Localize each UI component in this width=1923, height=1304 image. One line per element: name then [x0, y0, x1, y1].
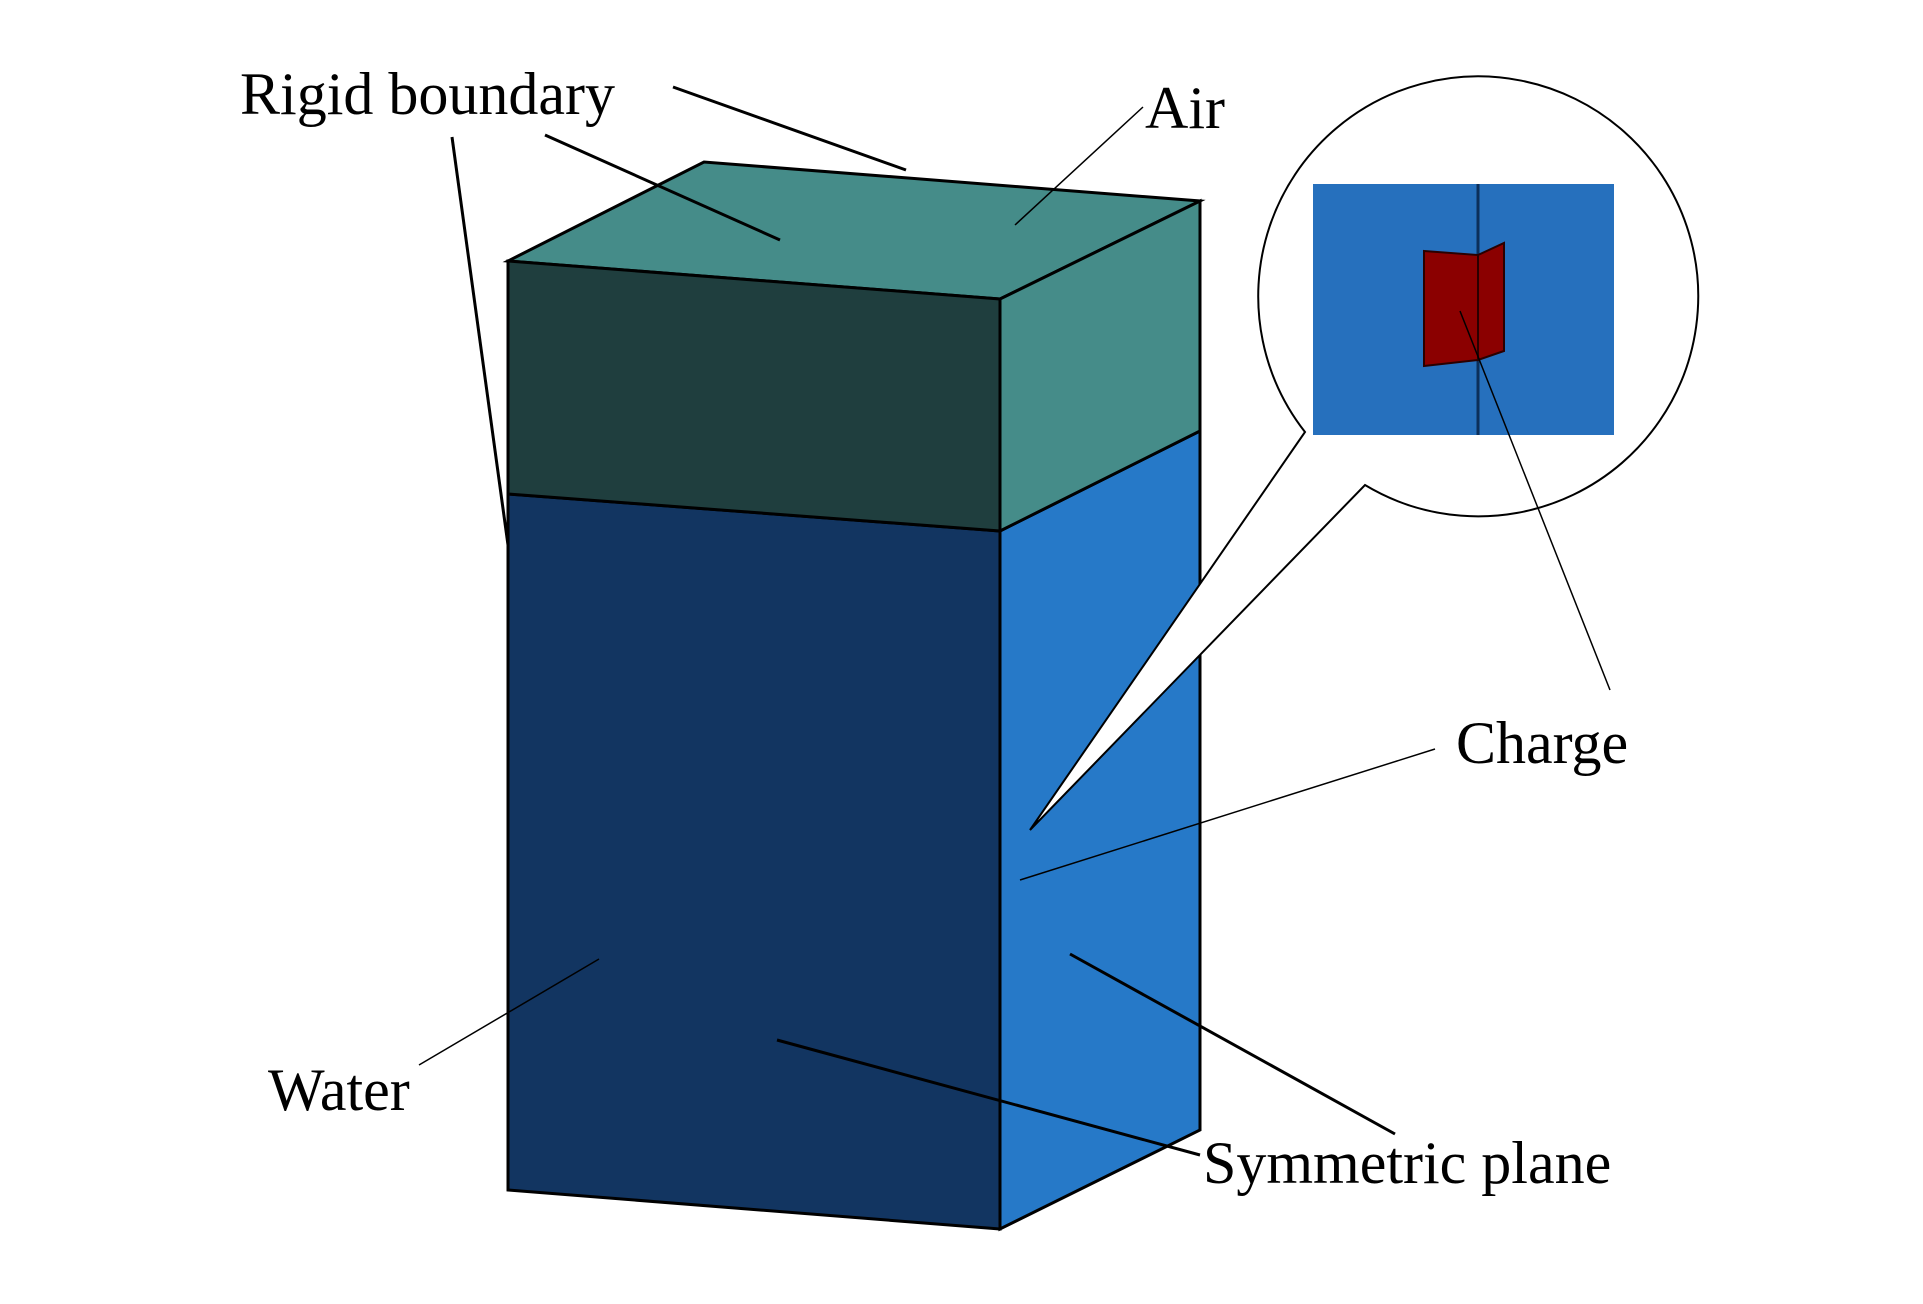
leader-rigid-left	[450, 136, 510, 546]
air-side-face	[998, 198, 1202, 534]
air-front-face	[506, 259, 1002, 533]
leader-symmetric-front	[776, 1038, 1201, 1157]
label-rigid-boundary: Rigid boundary	[240, 61, 615, 127]
leader-lines	[418, 85, 1611, 1157]
leader-rigid-air-top	[544, 133, 781, 242]
charge-front-face	[1423, 249, 1479, 368]
leader-air	[1014, 106, 1144, 226]
label-water: Water	[268, 1057, 410, 1123]
leader-rigid-top	[672, 85, 907, 172]
leader-water	[418, 958, 600, 1066]
charge-side-face	[1477, 241, 1505, 362]
label-charge: Charge	[1456, 710, 1628, 776]
label-air: Air	[1145, 75, 1225, 141]
leader-symmetric-side	[1069, 952, 1396, 1136]
leader-charge-inset	[1459, 310, 1611, 691]
water-front-face	[506, 492, 1002, 1231]
leader-charge-model	[1019, 748, 1436, 881]
label-symmetric-plane: Symmetric plane	[1203, 1130, 1611, 1196]
